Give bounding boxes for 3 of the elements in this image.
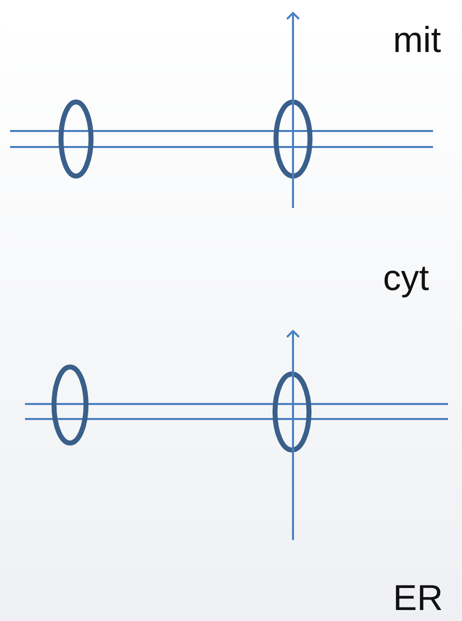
compartment-label: ER (393, 578, 444, 618)
compartment-label: mit (393, 20, 441, 60)
compartment-label: cyt (383, 258, 430, 298)
